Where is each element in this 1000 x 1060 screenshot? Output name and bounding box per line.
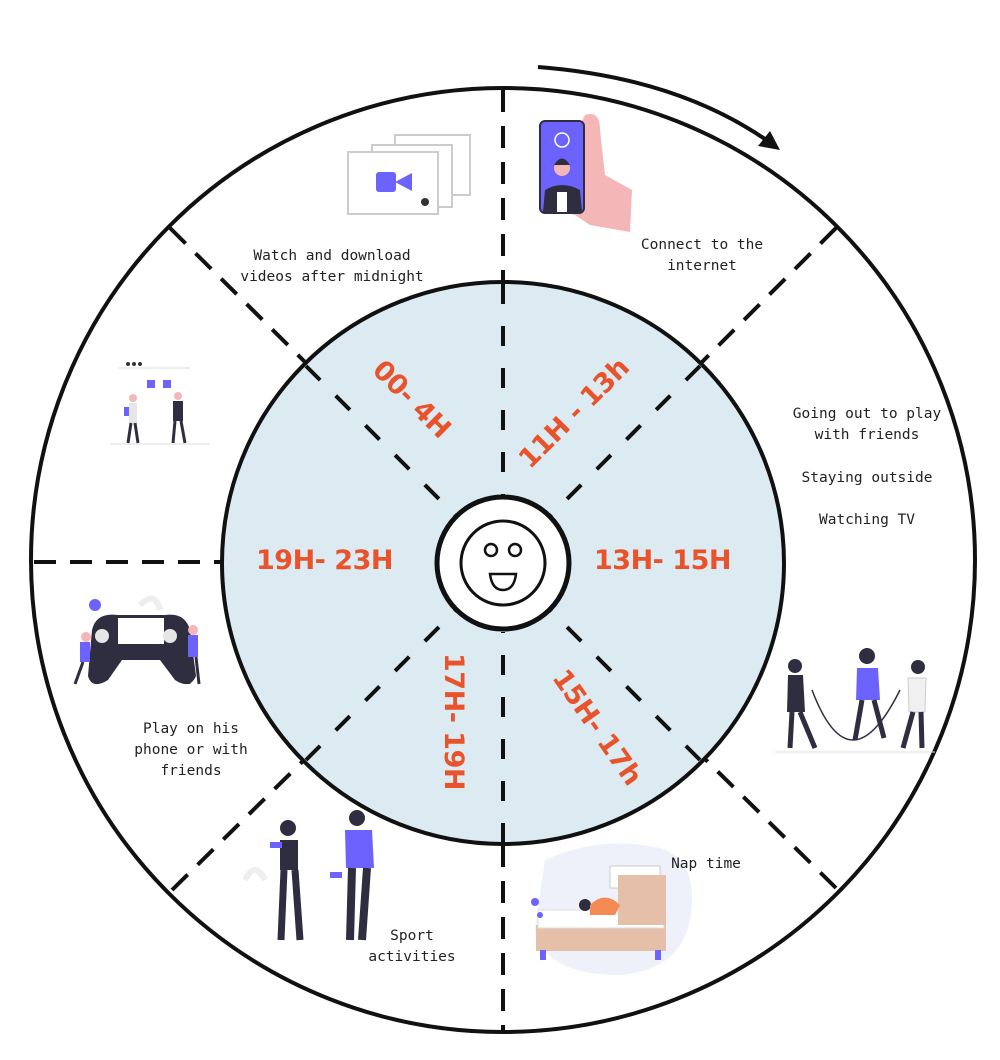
inner-dividers — [304, 284, 702, 843]
activity-line: phone or with — [134, 742, 248, 758]
activity-afternoon: Going out to play with friends Staying o… — [793, 404, 941, 531]
activity-line: with friends — [814, 427, 920, 443]
activity-line: Staying outside — [801, 470, 933, 486]
clockwise-arrow-icon — [537, 65, 780, 150]
phone-in-hand-illustration — [539, 114, 632, 232]
activity-line: activities — [368, 949, 456, 965]
sport-exercise-illustration — [242, 810, 374, 941]
activity-line: videos after midnight — [240, 269, 424, 285]
activity-internet: Connect to the internet — [641, 235, 763, 277]
activity-line: Going out to play — [792, 406, 942, 422]
time-slot-19-23h: 19H- 23H — [256, 545, 393, 576]
activity-line: Connect to the — [640, 237, 764, 253]
activity-line: Play on his — [142, 721, 240, 737]
bed-nap-illustration — [531, 843, 692, 975]
activity-line: Watch and download — [253, 248, 411, 264]
time-slot-13-15h: 13H- 15H — [594, 545, 731, 576]
activity-sport: Sport activities — [368, 926, 455, 968]
activity-evening: Play on his phone or with friends — [134, 719, 248, 782]
video-windows-illustration — [347, 134, 471, 215]
activity-midnight: Watch and download videos after midnight — [240, 246, 423, 288]
smiley-face-icon — [434, 494, 572, 632]
activity-line: Watching TV — [818, 512, 916, 528]
activity-nap: Nap time — [671, 856, 741, 872]
activity-line: Sport — [390, 928, 434, 944]
jump-rope-illustration — [775, 648, 935, 753]
outer-dividers — [34, 90, 838, 1030]
time-slot-17-19h: 17H- 19H — [437, 653, 469, 790]
activity-line: friends — [160, 763, 222, 779]
activity-line: internet — [667, 258, 737, 274]
social-media-illustration — [110, 362, 210, 445]
gamepad-illustration — [73, 595, 201, 685]
